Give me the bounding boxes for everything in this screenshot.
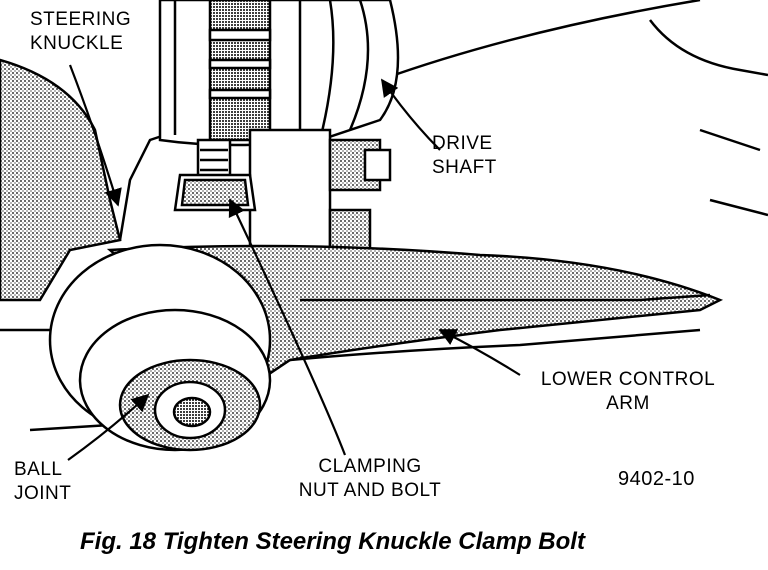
label-lower-control-arm: LOWER CONTROL ARM (528, 368, 728, 416)
label-ball-joint-line-2: JOINT (14, 483, 72, 504)
label-drive-shaft: DRIVE SHAFT (432, 132, 497, 180)
label-drive-shaft-line-1: DRIVE (432, 133, 493, 154)
clamp-housing (248, 128, 392, 252)
label-steering-knuckle: STEERING KNUCKLE (30, 8, 131, 56)
knuckle-body (0, 58, 122, 302)
label-lower-control-arm-line-1: LOWER CONTROL (540, 369, 716, 390)
label-drive-shaft-line-2: SHAFT (432, 157, 497, 178)
drive-shaft-boot (158, 0, 400, 147)
suspension-illustration (0, 0, 768, 461)
knuckle-edge (118, 128, 181, 241)
label-ball-joint: BALL JOINT (14, 458, 71, 506)
label-clamping-nut-and-bolt: CLAMPING NUT AND BOLT (270, 455, 470, 503)
label-steering-knuckle-line-1: STEERING (30, 9, 132, 30)
clamping-nut-bolt (173, 138, 257, 212)
label-clamping-line-2: NUT AND BOLT (298, 480, 442, 501)
figure-code: 9402-10 (618, 468, 695, 490)
leader-lines (67, 64, 521, 461)
ball-joint (48, 243, 272, 452)
label-steering-knuckle-line-2: KNUCKLE (30, 33, 124, 54)
label-lower-control-arm-line-2: ARM (606, 393, 650, 414)
frame-background (0, 0, 768, 432)
figure-caption: Fig. 18 Tighten Steering Knuckle Clamp B… (80, 528, 585, 555)
label-clamping-line-1: CLAMPING (318, 456, 422, 477)
label-ball-joint-line-1: BALL (14, 459, 63, 480)
